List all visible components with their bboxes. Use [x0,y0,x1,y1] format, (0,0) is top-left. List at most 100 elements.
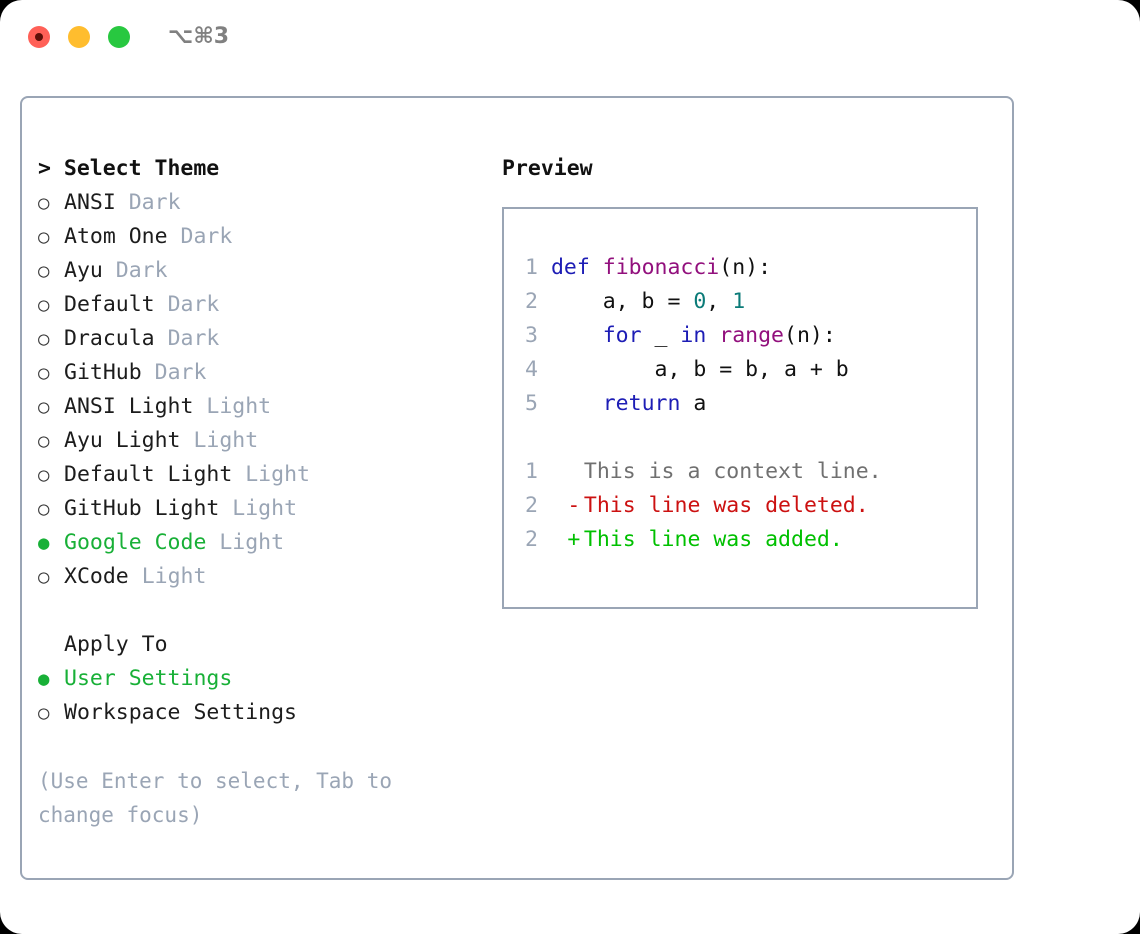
close-button-icon[interactable] [28,26,50,48]
radio-unselected-icon[interactable]: ○ [38,192,50,214]
gutter-gap [538,391,551,416]
theme-list-item[interactable]: ○ANSI Light Light [38,390,478,424]
code-token-pl: (n): [719,255,772,280]
theme-variant-badge: Dark [154,360,207,385]
code-line: 4 a, b = b, a + b [512,353,972,387]
code-token-pl [706,323,719,348]
gutter-gap [538,493,564,518]
diff-sample: 1 This is a context line. 2 -This line wa… [512,455,972,557]
theme-variant-badge: Dark [128,190,181,215]
line-number: 2 [525,493,538,518]
theme-list-item[interactable]: ○ Ayu Light Light [38,424,478,458]
theme-selector-column: > Select Theme ○ANSI Dark○Atom One Dark○… [38,152,478,832]
diff-sign: + [567,527,581,552]
code-token-pl: a, b = b, a + b [550,357,849,382]
radio-selected-icon[interactable]: ● [38,668,50,690]
preview-title: Preview [502,156,593,181]
diff-text: This line was added. [583,527,843,552]
line-number: 3 [525,323,538,348]
theme-list-item[interactable]: ○ ANSI Dark [38,186,478,220]
theme-list-item[interactable]: ○Dracula Dark [38,322,478,356]
spacer [232,462,245,487]
radio-unselected-icon[interactable]: ○ [38,498,50,520]
theme-list-item[interactable]: ○ GitHub Dark [38,356,478,390]
gutter-gap [538,357,551,382]
maximize-button-icon[interactable] [108,26,130,48]
gutter-gap [538,527,564,552]
radio-unselected-icon[interactable]: ○ [38,430,50,452]
prompt-caret: > [38,156,64,181]
code-line: 3 for _ in range(n): [512,319,972,353]
radio-unselected-icon[interactable]: ○ [38,328,50,350]
gutter-gap [538,255,551,280]
dialog-panel: > Select Theme ○ANSI Dark○Atom One Dark○… [20,96,1014,880]
keyboard-hint-text: (Use Enter to select, Tab to change focu… [38,769,405,827]
keyboard-shortcut-label: ⌥⌘3 [168,24,230,49]
theme-variant-badge: Light [193,428,259,453]
theme-name: Ayu Light [64,428,181,453]
theme-name: GitHub Light [64,496,220,521]
line-number: 1 [525,459,538,484]
apply-to-option[interactable]: ●User Settings [38,662,478,696]
theme-list-item[interactable]: ○ Atom One Dark [38,220,478,254]
spacer [116,190,129,215]
theme-name: Atom One [64,224,168,249]
radio-unselected-icon[interactable]: ○ [38,226,50,248]
diff-text: This line was deleted. [583,493,869,518]
radio-unselected-icon[interactable]: ○ [38,294,50,316]
diff-text: This is a context line. [583,459,882,484]
gutter-gap [538,289,551,314]
spacer [142,360,155,385]
code-token-kw: return [602,391,681,416]
spacer [168,224,181,249]
spacer [129,564,142,589]
theme-variant-badge: Light [232,496,298,521]
theme-name: Google Code [64,530,207,555]
minimize-button-icon[interactable] [68,26,90,48]
theme-list-item[interactable]: ○ GitHub Light Light [38,492,478,526]
theme-name: GitHub [64,360,142,385]
apply-to-label: Workspace Settings [64,700,297,725]
radio-unselected-icon[interactable]: ○ [38,396,50,418]
radio-unselected-icon[interactable]: ○ [38,464,50,486]
theme-variant-badge: Dark [115,258,168,283]
line-number: 5 [525,391,538,416]
theme-variant-badge: Light [141,564,207,589]
line-number: 1 [525,255,538,280]
title-bar: ⌥⌘3 [0,0,1140,78]
line-number: 4 [525,357,538,382]
theme-name: Default [64,292,155,317]
spacer [181,428,194,453]
theme-list-item[interactable]: ●Google Code Light [38,526,478,560]
theme-list-item[interactable]: ○Ayu Dark [38,254,478,288]
theme-list-item[interactable]: ○Default Light Light [38,458,478,492]
theme-name: Default Light [64,462,233,487]
code-token-fn: fibonacci [602,255,720,280]
code-line: 5 return a [512,387,972,421]
theme-variant-badge: Dark [180,224,233,249]
theme-variant-badge: Dark [167,292,220,317]
spacer [155,326,168,351]
theme-list: ○ANSI Dark○Atom One Dark○Ayu Dark○Defaul… [38,186,478,594]
theme-list-item[interactable]: ○XCode Light [38,560,478,594]
radio-unselected-icon[interactable]: ○ [38,566,50,588]
radio-unselected-icon[interactable]: ○ [38,260,50,282]
theme-list-item[interactable]: ○ Default Dark [38,288,478,322]
code-token-pl: a, b = [550,289,694,314]
radio-selected-icon[interactable]: ● [38,532,50,554]
radio-unselected-icon[interactable]: ○ [38,362,50,384]
theme-name: ANSI [64,190,116,215]
preview-column: Preview 1 def fibonacci(n):2 a, b = 0, 1… [502,152,992,609]
code-token-num: 1 [732,289,746,314]
spacer [219,496,232,521]
diff-sign [564,455,584,489]
code-token-pl [590,255,603,280]
apply-to-option[interactable]: ○ Workspace Settings [38,696,478,730]
diff-line: 2 -This line was deleted. [512,489,972,523]
theme-variant-badge: Light [206,394,272,419]
radio-unselected-icon[interactable]: ○ [38,702,50,724]
code-token-fn: range [719,323,784,348]
code-token-pl [551,391,603,416]
